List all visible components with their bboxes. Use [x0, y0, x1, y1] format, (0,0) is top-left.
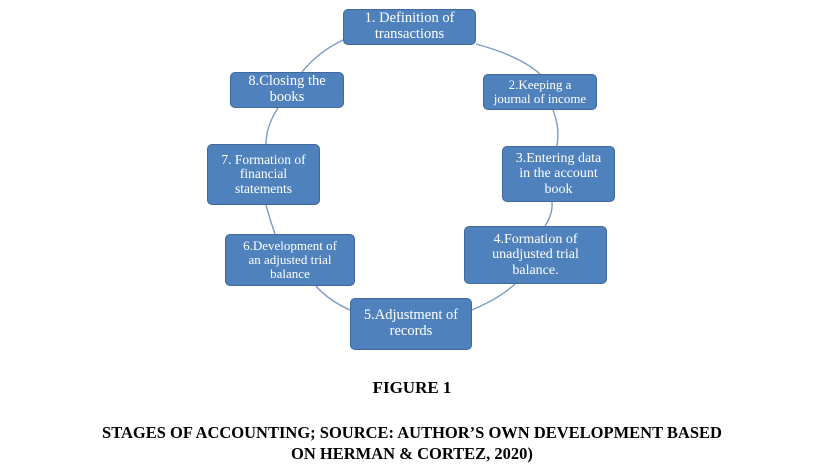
connector-8-to-1	[301, 39, 344, 73]
stage-6-adjusted-trial-balance: 6.Development of an adjusted trial balan…	[225, 234, 355, 286]
cycle-connectors	[265, 39, 559, 311]
figure-caption: STAGES OF ACCOUNTING; SOURCE: AUTHOR’S O…	[102, 423, 722, 463]
figure-label: FIGURE 1	[372, 378, 452, 397]
connector-3-to-4	[544, 201, 553, 227]
stage-3-entering-data: 3.Entering data in the account book	[502, 146, 615, 202]
stage-1-definition-of-transactions: 1. Definition of transactions	[343, 9, 476, 45]
stage-2-keeping-journal: 2.Keeping a journal of income	[483, 74, 597, 110]
stage-8-closing-the-books: 8.Closing the books	[230, 72, 344, 108]
connector-4-to-5	[471, 283, 516, 311]
connector-7-to-8	[265, 107, 279, 145]
stage-7-financial-statements: 7. Formation of financial statements	[207, 144, 320, 205]
connector-5-to-6	[315, 285, 351, 311]
stage-4-unadjusted-trial-balance: 4.Formation of unadjusted trial balance.	[464, 226, 607, 284]
stage-5-adjustment-of-records: 5.Adjustment of records	[350, 298, 472, 350]
connector-2-to-3	[552, 109, 559, 147]
connector-1-to-2	[475, 43, 541, 75]
connector-6-to-7	[265, 204, 276, 235]
